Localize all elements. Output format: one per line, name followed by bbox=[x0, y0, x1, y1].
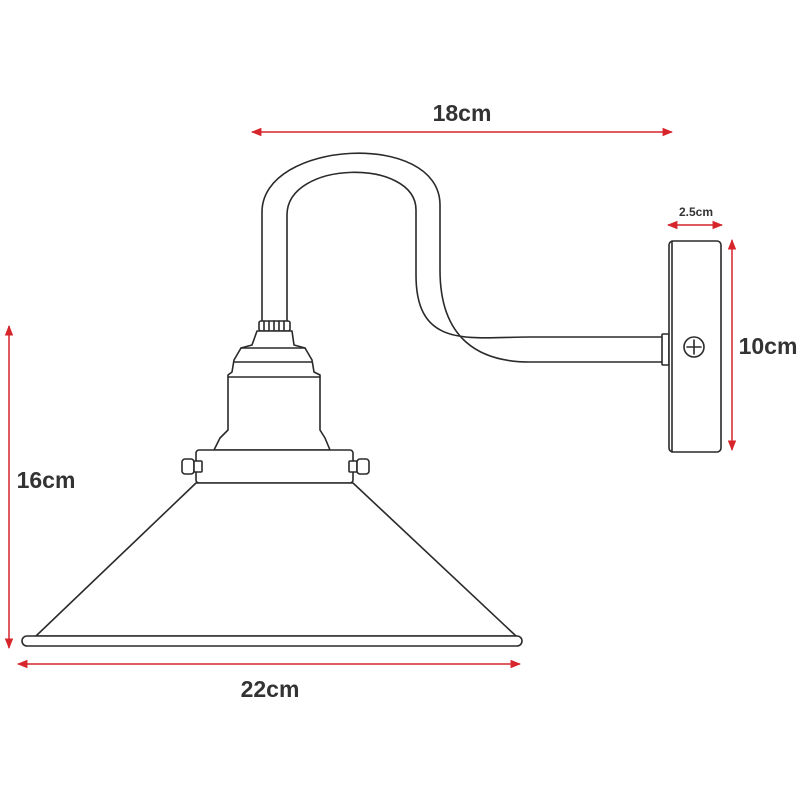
gooseneck-arm-outer bbox=[261, 152, 667, 363]
socket-inner-line bbox=[227, 347, 321, 378]
total-height-label: 16cm bbox=[17, 467, 76, 493]
collar-screw-left-icon bbox=[181, 458, 203, 475]
dimension-labels: 18cm 2.5cm 10cm 16cm 22cm bbox=[17, 100, 798, 702]
arm-collar bbox=[661, 333, 670, 366]
plate-height-label: 10cm bbox=[739, 333, 798, 359]
screw-icon bbox=[683, 336, 705, 358]
lamp-socket bbox=[213, 330, 331, 451]
socket-top-ring bbox=[258, 320, 291, 332]
lamp-drawing bbox=[21, 152, 722, 647]
shade-width-label: 22cm bbox=[241, 676, 300, 702]
lamp-shade bbox=[35, 482, 517, 637]
shade-rim bbox=[21, 635, 523, 647]
gooseneck-arm-inner bbox=[286, 171, 667, 339]
arm-length-label: 18cm bbox=[433, 100, 492, 126]
shade-collar bbox=[195, 449, 354, 484]
dimension-lines bbox=[4, 127, 737, 669]
collar-screw-right-icon bbox=[348, 458, 370, 475]
plate-depth-label: 2.5cm bbox=[679, 205, 713, 219]
